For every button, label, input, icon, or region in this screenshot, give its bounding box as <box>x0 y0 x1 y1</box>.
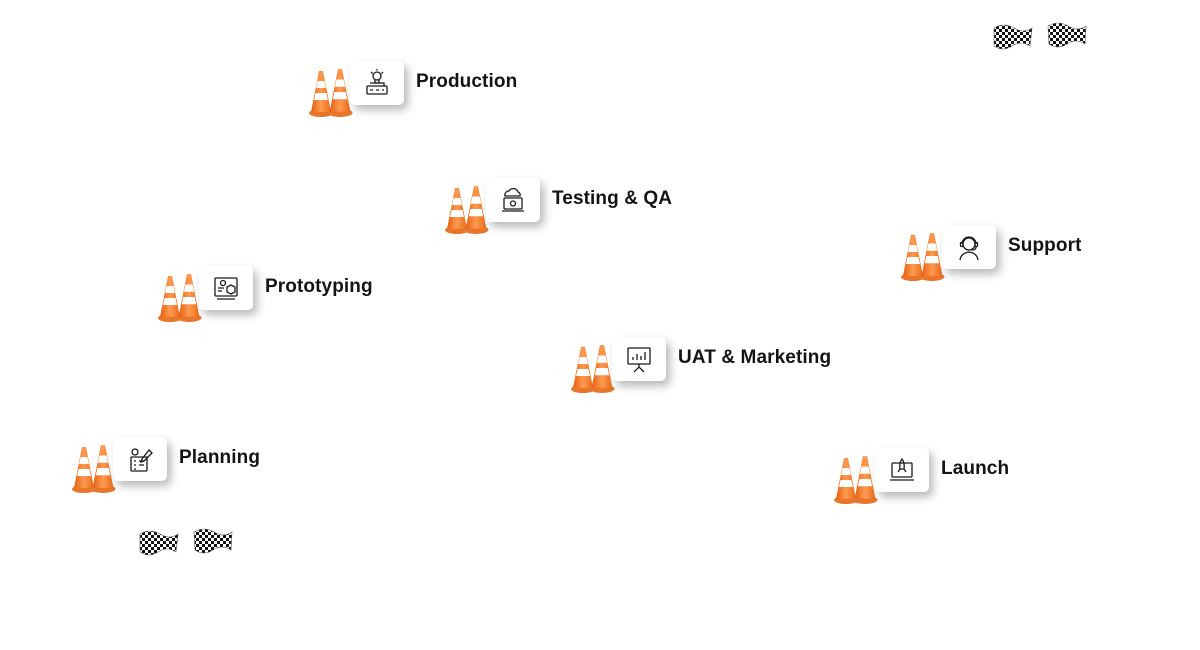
stage-label: Launch <box>941 458 1010 479</box>
checkered-flags-icon <box>993 22 1087 50</box>
rocket-laptop-icon <box>875 448 929 492</box>
checkered-flags-icon <box>139 528 233 556</box>
stage-label: Prototyping <box>265 276 373 297</box>
stage-label: Production <box>416 71 518 92</box>
lightbulb-machine-icon <box>350 61 404 105</box>
headset-person-icon <box>942 225 996 269</box>
finish-flags <box>990 20 1090 52</box>
cloud-laptop-gear-icon <box>486 178 540 222</box>
start-flags <box>136 526 236 558</box>
stage-label: Testing & QA <box>552 188 673 209</box>
stage-label: Support <box>1008 235 1082 256</box>
plan-checklist-icon <box>113 437 167 481</box>
stage-label: UAT & Marketing <box>678 347 832 368</box>
presentation-chart-icon <box>612 337 666 381</box>
stage-label: Planning <box>179 447 261 468</box>
blueprint-idea-icon <box>199 266 253 310</box>
